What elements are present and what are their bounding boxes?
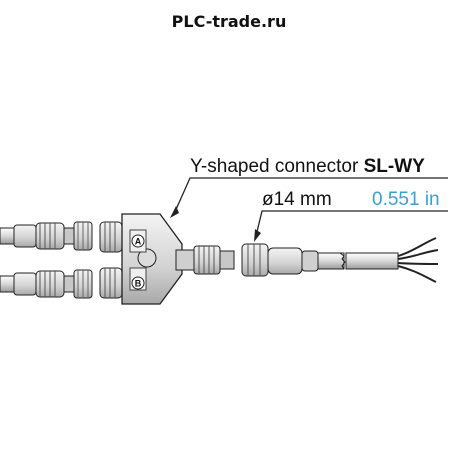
port-a-label: A [135, 237, 142, 247]
lower-left-cable [0, 269, 93, 299]
port-b-label: B [135, 279, 142, 289]
straight-connector [241, 243, 319, 277]
connector-label-prefix: Y-shaped connector [190, 156, 364, 177]
connector-leader-line [173, 177, 448, 215]
upper-left-cable [0, 221, 93, 251]
connector-label: Y-shaped connector SL-WY [190, 156, 425, 177]
connector-leader-arrow [170, 206, 179, 218]
watermark-text: PLC-trade.ru [171, 12, 287, 31]
output-cable [317, 237, 439, 283]
diameter-metric-label: ø14 mm [262, 189, 332, 210]
connector-model-label: SL-WY [364, 156, 426, 177]
y-connector: A B [99, 213, 235, 305]
diameter-imperial-label: 0.551 in [372, 189, 440, 210]
diameter-leader-arrow [254, 229, 261, 242]
diameter-leader-line [255, 210, 448, 237]
